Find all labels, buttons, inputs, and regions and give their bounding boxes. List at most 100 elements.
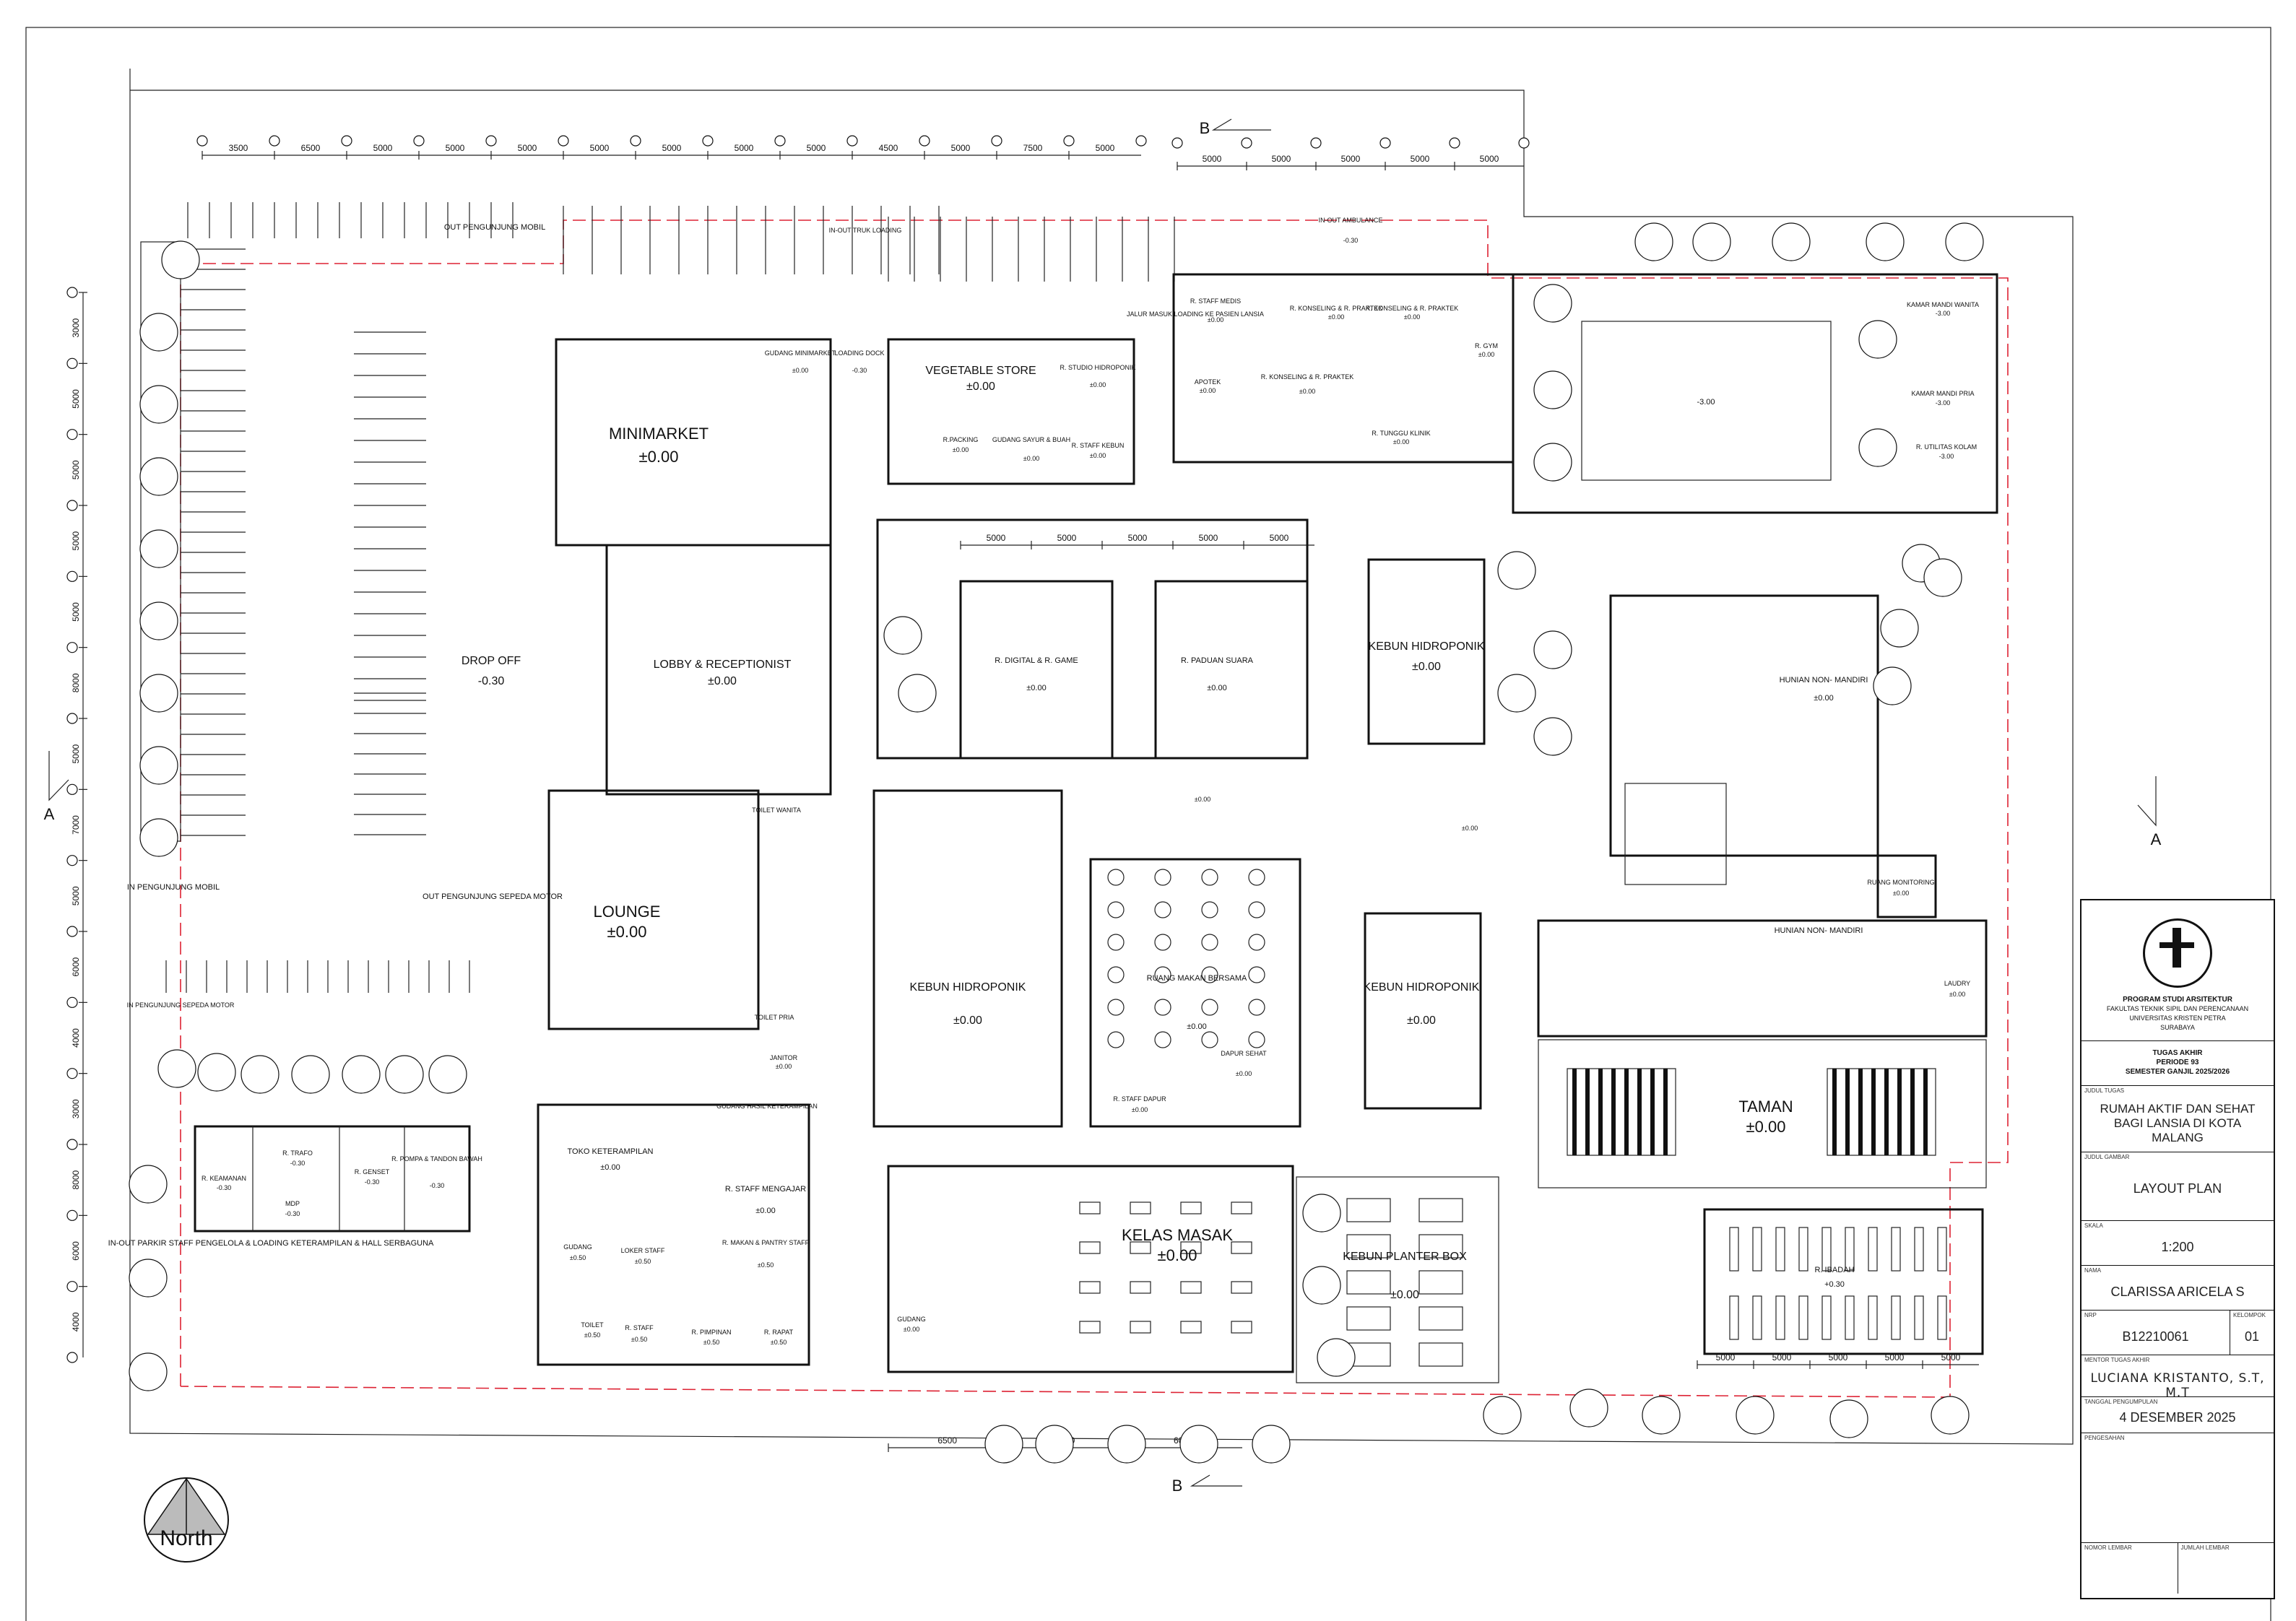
level-ruang-makan: ±0.00	[1187, 1022, 1206, 1031]
tree-icon	[1035, 1425, 1074, 1464]
tree-icon	[984, 1425, 1023, 1464]
dining-table	[1107, 901, 1125, 918]
label-r-pimpinan: R. PIMPINAN	[691, 1329, 731, 1336]
prayer-row	[1845, 1295, 1855, 1340]
level-gudang-minimarket: ±0.00	[792, 367, 808, 374]
grid-bubble	[1135, 135, 1147, 147]
label-lounge: LOUNGE	[594, 903, 661, 921]
section-b-top-arrow	[1211, 118, 1271, 131]
prayer-row	[1775, 1295, 1785, 1340]
level-r-staff: ±0.50	[631, 1336, 647, 1343]
label-konseling-2: R. KONSELING & R. PRAKTEK	[1366, 305, 1459, 312]
site-boundary	[129, 69, 2074, 1445]
tree-icon	[1873, 666, 1912, 705]
prayer-row	[1914, 1295, 1924, 1340]
dimension-label: 5000	[987, 533, 1006, 543]
grid-bubble	[1379, 137, 1391, 149]
student-name: CLARISSA ARICELA S	[2110, 1285, 2245, 1299]
label-loker-staff: LOKER STAFF	[621, 1247, 665, 1254]
monitoring-walls	[1876, 854, 1937, 918]
level-apotek: ±0.00	[1200, 387, 1216, 394]
jumlah-lembar-label: JUMLAH LEMBAR	[2180, 1544, 2230, 1551]
grid-bubble	[485, 135, 497, 147]
level-kolam: -3.00	[1697, 398, 1715, 407]
cooking-station	[1079, 1281, 1101, 1294]
level-studio-hidroponik: ±0.00	[1090, 381, 1106, 388]
hunian-top-walls	[1609, 594, 1879, 857]
label-r-staff: R. STAFF	[625, 1324, 654, 1331]
city-name: SURABAYA	[2160, 1024, 2195, 1031]
grid-bubble	[66, 500, 78, 511]
grid-bubble	[991, 135, 1002, 147]
prayer-row	[1798, 1295, 1808, 1340]
nomor-lembar-label: NOMOR LEMBAR	[2084, 1544, 2132, 1551]
tree-icon	[1533, 630, 1572, 669]
label-r-rapat: R. RAPAT	[764, 1329, 794, 1336]
grid-bubble	[66, 1352, 78, 1363]
tree-icon	[1302, 1266, 1341, 1305]
tree-icon	[1692, 222, 1731, 261]
university-seal	[2143, 918, 2212, 988]
prayer-row	[1937, 1295, 1947, 1340]
semester-label: SEMESTER GANJIL 2025/2026	[2125, 1068, 2230, 1076]
dining-table	[1248, 934, 1265, 951]
cooking-station	[1231, 1241, 1252, 1254]
dimension-label: 6000	[71, 957, 81, 976]
dining-table	[1154, 966, 1171, 983]
tree-icon	[1858, 428, 1897, 467]
grid-bubble	[66, 1068, 78, 1079]
grid-bubble	[846, 135, 858, 147]
dimension-label: 5000	[71, 744, 81, 763]
dimension-label: 5000	[1272, 154, 1291, 164]
label-jalur-masuk: JALUR MASUK LOADING KE PASIEN LANSIA	[1127, 310, 1264, 318]
tree-icon	[898, 674, 937, 713]
dimension-label: 5000	[446, 143, 465, 153]
dining-table	[1107, 999, 1125, 1016]
tree-icon	[1880, 609, 1919, 648]
paduan-suara-walls	[1154, 580, 1309, 760]
label-out-motor: OUT PENGUNJUNG SEPEDA MOTOR	[423, 892, 563, 901]
level-genset: -0.30	[365, 1178, 380, 1186]
planter-box	[1418, 1342, 1463, 1367]
faculty-name: FAKULTAS TEKNIK SIPIL DAN PERENCANAAN	[2106, 1005, 2249, 1012]
dining-table	[1154, 999, 1171, 1016]
dimension-label: 5000	[662, 143, 682, 153]
dimension-label: 5000	[1096, 143, 1115, 153]
tree-icon	[1533, 443, 1572, 482]
titleblock-approval: PENGESAHAN	[2081, 1433, 2274, 1543]
section-b-top: B	[1200, 119, 1210, 137]
vegetable-store-walls	[887, 338, 1135, 485]
tree-icon	[1931, 1396, 1970, 1435]
label-in-out-ambulance: IN-OUT AMBULANCE	[1319, 217, 1383, 224]
digital-game-walls	[959, 580, 1114, 760]
cooking-station	[1079, 1241, 1101, 1254]
jumlah-cell: JUMLAH LEMBAR	[2178, 1543, 2274, 1594]
level-gym: ±0.00	[1478, 351, 1494, 358]
planter-box	[1346, 1198, 1391, 1222]
dimension-label: 5000	[1411, 154, 1430, 164]
grid-bubble	[1241, 137, 1252, 149]
prayer-row	[1821, 1227, 1832, 1272]
cooking-station	[1180, 1241, 1202, 1254]
tree-icon	[139, 385, 178, 424]
prayer-row	[1729, 1227, 1739, 1272]
label-kebun-top: KEBUN HIDROPONIK	[1369, 640, 1485, 653]
level-staff-mengajar: ±0.00	[755, 1207, 775, 1215]
tree-icon	[1634, 222, 1673, 261]
scale-value: 1:200	[2161, 1240, 2194, 1254]
level-kebun-bottom: ±0.00	[1407, 1014, 1436, 1027]
tree-icon	[1923, 558, 1962, 597]
level-toilet-050: ±0.50	[584, 1331, 600, 1339]
grid-bubble	[630, 135, 641, 147]
dimension-label: 5000	[71, 389, 81, 409]
level-staff-dapur: ±0.00	[1132, 1106, 1148, 1113]
dimension-label: 5000	[373, 143, 393, 153]
tree-icon	[197, 1053, 236, 1092]
level-r-pimpinan: ±0.50	[703, 1339, 719, 1346]
level-kebun-top: ±0.00	[1412, 661, 1441, 673]
label-gudang-masak: GUDANG	[897, 1316, 926, 1323]
dimension-label: 5000	[590, 143, 610, 153]
planter-box	[1418, 1306, 1463, 1331]
label-konseling-3: R. KONSELING & R. PRAKTEK	[1261, 373, 1354, 381]
